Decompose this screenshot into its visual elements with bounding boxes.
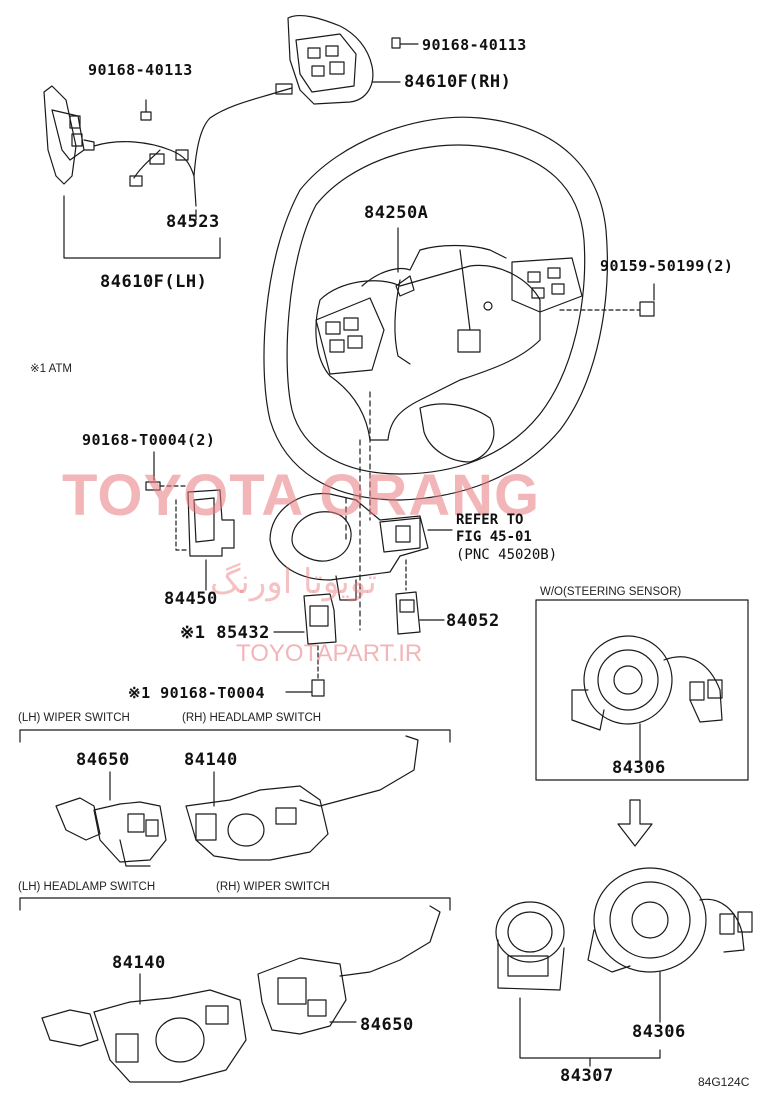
note-atm: ※1 ATM <box>30 363 73 375</box>
label-84052: 84052 <box>446 611 500 631</box>
steering-wheel <box>263 116 608 501</box>
part-85432 <box>303 593 337 645</box>
caption-rh-wiper: (RH) WIPER SWITCH <box>216 881 330 893</box>
label-bolt-wheel: 90159-50199(2) <box>600 257 734 275</box>
down-arrow-icon <box>617 799 653 847</box>
label-84307: 84307 <box>560 1066 614 1086</box>
label-84306-a: 84306 <box>612 758 666 778</box>
wo-sensor-box <box>535 599 749 781</box>
label-85432: ※1 85432 <box>180 623 270 643</box>
label-84140-b: 84140 <box>112 953 166 973</box>
watermark-site: TOYOTAPART.IR <box>236 640 423 667</box>
steering-sensor <box>495 901 565 991</box>
watermark-farsi: تویوتا اورنگ <box>210 562 377 602</box>
figure-code: 84G124C <box>698 1075 750 1089</box>
wiper-switch-a <box>55 797 167 867</box>
wire-harness <box>93 83 293 207</box>
label-harness: 84523 <box>166 212 220 232</box>
label-switch-lh: 84610F(LH) <box>100 272 208 292</box>
spiral-cable-a <box>571 635 723 731</box>
caption-lh-headlamp: (LH) HEADLAMP SWITCH <box>18 881 156 893</box>
label-wheel-pad: 84250A <box>364 203 429 223</box>
headlamp-switch-b <box>41 989 247 1083</box>
paddle-switch-rh <box>287 14 374 105</box>
label-bolt-top-left: 90168-40113 <box>88 61 193 79</box>
label-84140-a: 84140 <box>184 750 238 770</box>
headlamp-switch-a <box>185 735 419 861</box>
turn-signal-switch <box>187 489 235 557</box>
label-bolt-bottom: ※1 90168-T0004 <box>128 684 265 702</box>
label-column-switch: 84450 <box>164 589 218 609</box>
label-84650-b: 84650 <box>360 1015 414 1035</box>
column-assembly <box>269 492 429 601</box>
paddle-switch-lh <box>43 85 95 185</box>
label-84306-b: 84306 <box>632 1022 686 1042</box>
refer-line-3: (PNC 45020B) <box>456 547 558 563</box>
label-bolt-top-right: 90168-40113 <box>422 36 527 54</box>
watermark-brand: TOYOTA ORANG <box>62 463 541 528</box>
caption-wo-sensor: W/O(STEERING SENSOR) <box>540 586 682 598</box>
label-switch-rh: 84610F(RH) <box>404 72 512 92</box>
label-84650-a: 84650 <box>76 750 130 770</box>
part-84052 <box>395 559 421 635</box>
spiral-cable-b <box>587 867 753 973</box>
refer-line-1: REFER TO <box>456 512 524 528</box>
caption-rh-headlamp: (RH) HEADLAMP SWITCH <box>182 712 322 724</box>
caption-lh-wiper: (LH) WIPER SWITCH <box>18 712 130 724</box>
wiper-switch-b <box>257 905 441 1035</box>
refer-line-2: FIG 45-01 <box>456 529 532 545</box>
label-bolt-clamp: 90168-T0004(2) <box>82 431 216 449</box>
